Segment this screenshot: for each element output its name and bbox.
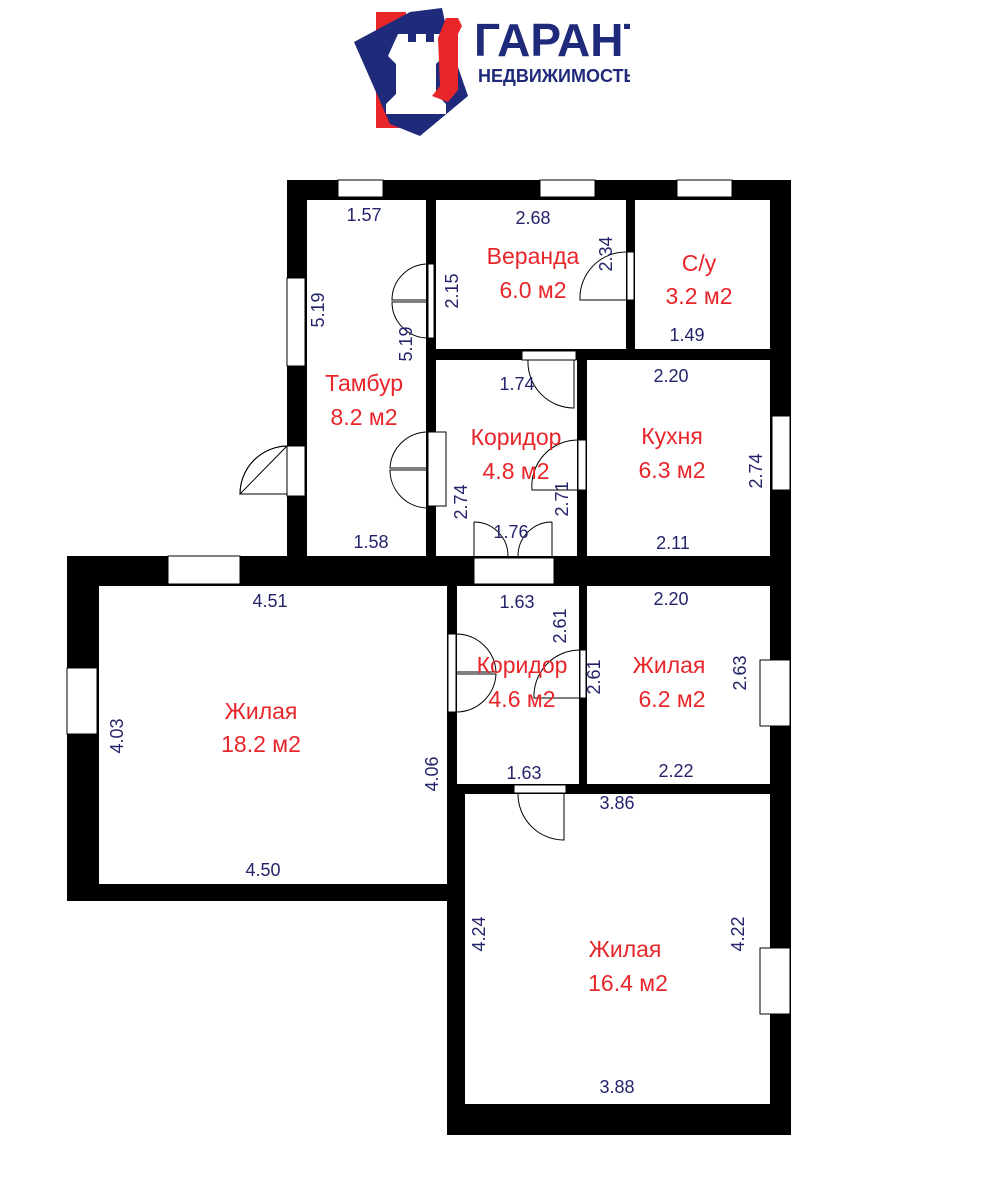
room-area-living2: 6.2 м2 — [639, 686, 706, 712]
logo-subtitle: НЕДВИЖИМОСТЬ — [478, 66, 630, 86]
room-area-corridor2: 4.6 м2 — [489, 686, 556, 712]
dim-living1-right: 4.06 — [422, 756, 442, 791]
room-fill-kitchen — [587, 362, 770, 556]
room-area-kitchen: 6.3 м2 — [639, 457, 706, 483]
room-fill-veranda — [436, 200, 626, 349]
wall-south-living3 — [447, 1104, 791, 1135]
room-name-veranda: Веранда — [487, 243, 580, 269]
window — [286, 277, 306, 367]
room-fill-wc — [635, 200, 770, 349]
wall-living-mid-bottom — [447, 784, 791, 794]
wall-veranda-bottom — [426, 349, 771, 360]
dim-living1-left: 4.03 — [107, 718, 127, 753]
dim-living1-top: 4.51 — [252, 591, 287, 611]
window — [473, 557, 555, 585]
dim-corridor2-top: 1.63 — [499, 592, 534, 612]
room-area-tambur: 8.2 м2 — [331, 404, 398, 430]
dim-tambur-left: 5.19 — [308, 292, 328, 327]
dim-corridor2-bottom: 1.63 — [506, 763, 541, 783]
dim-veranda-left: 2.15 — [442, 273, 462, 308]
tower-icon — [386, 34, 446, 114]
company-logo: ГАРАНТ НЕДВИЖИМОСТЬ — [354, 8, 630, 136]
room-name-living3: Жилая — [589, 936, 662, 962]
window — [539, 179, 596, 198]
room-area-living1: 18.2 м2 — [221, 731, 301, 757]
window — [167, 555, 241, 585]
room-fill-living3 — [465, 794, 757, 1104]
dim-living2-bottom: 2.22 — [658, 761, 693, 781]
wall-tambur-veranda — [426, 196, 436, 560]
wall-west-tambur — [287, 180, 307, 558]
door-entrance[interactable] — [239, 445, 288, 496]
room-name-living2: Жилая — [633, 652, 706, 678]
dim-living1-bottom: 4.50 — [245, 860, 280, 880]
door-corridor-living2[interactable] — [533, 649, 587, 699]
dim-wc-bottom: 1.49 — [669, 325, 704, 345]
dim-tambur-bottom: 1.58 — [353, 532, 388, 552]
room-area-living3: 16.4 м2 — [588, 970, 668, 996]
door-veranda-wc[interactable] — [579, 251, 635, 301]
wall-south-living1 — [67, 884, 449, 901]
room-area-veranda: 6.0 м2 — [500, 277, 567, 303]
dim-kitchen-top: 2.20 — [653, 366, 688, 386]
dim-living2-right: 2.63 — [730, 655, 750, 690]
room-name-corridor2: Коридор — [477, 652, 568, 678]
dim-kitchen-right: 2.74 — [746, 453, 766, 488]
key-icon — [432, 18, 462, 102]
dim-corridor1-right: 2.71 — [552, 481, 572, 516]
dim-living3-left: 4.24 — [469, 916, 489, 951]
dim-tambur-right: 5.19 — [396, 326, 416, 361]
dim-living3-bottom: 3.88 — [599, 1077, 634, 1097]
dim-tambur-top: 1.57 — [346, 205, 381, 225]
room-name-kitchen: Кухня — [641, 423, 703, 449]
window — [337, 179, 384, 198]
room-fill-living2 — [587, 586, 757, 784]
dim-living2-top: 2.20 — [653, 589, 688, 609]
window — [771, 415, 791, 491]
room-area-corridor1: 4.8 м2 — [483, 458, 550, 484]
room-area-wc: 3.2 м2 — [666, 283, 733, 309]
window — [286, 445, 306, 497]
window — [759, 947, 791, 1015]
door-corridor-double[interactable] — [473, 521, 553, 557]
dim-living2-left: 2.61 — [584, 659, 604, 694]
dim-corridor2-right: 2.61 — [550, 608, 570, 643]
dim-veranda-top: 2.68 — [515, 208, 550, 228]
wall-living1-east — [447, 586, 457, 886]
door-tambur-corridor[interactable] — [389, 431, 447, 509]
room-fill-corridor2 — [457, 586, 579, 784]
room-name-tambur: Тамбур — [325, 370, 403, 396]
dim-living3-top: 3.86 — [599, 793, 634, 813]
door-veranda-corridor[interactable] — [521, 350, 577, 409]
window — [759, 659, 791, 727]
door-tambur-veranda[interactable] — [391, 263, 435, 339]
dim-living3-right: 4.22 — [728, 916, 748, 951]
dim-kitchen-bottom: 2.11 — [656, 533, 690, 553]
door-corridor-kitchen[interactable] — [531, 439, 587, 491]
room-name-corridor1: Коридор — [471, 424, 562, 450]
door-living1-corridor[interactable] — [447, 633, 497, 713]
window — [66, 667, 98, 735]
dim-veranda-right: 2.34 — [596, 236, 616, 271]
room-fill-tambur — [307, 200, 426, 556]
room-fill-corridor1 — [446, 366, 577, 556]
wall-north-top — [287, 180, 791, 200]
logo-title: ГАРАНТ — [474, 14, 630, 66]
dim-corridor1-left: 2.74 — [451, 484, 471, 519]
room-name-living1: Жилая — [225, 698, 298, 724]
door-corridor-living3[interactable] — [513, 784, 567, 841]
dim-corridor1-top: 1.74 — [499, 374, 534, 394]
room-name-wc: С/у — [682, 250, 717, 276]
room-fill-living1 — [99, 586, 447, 884]
window — [676, 179, 733, 198]
dim-corridor1-bottom: 1.76 — [493, 522, 528, 542]
